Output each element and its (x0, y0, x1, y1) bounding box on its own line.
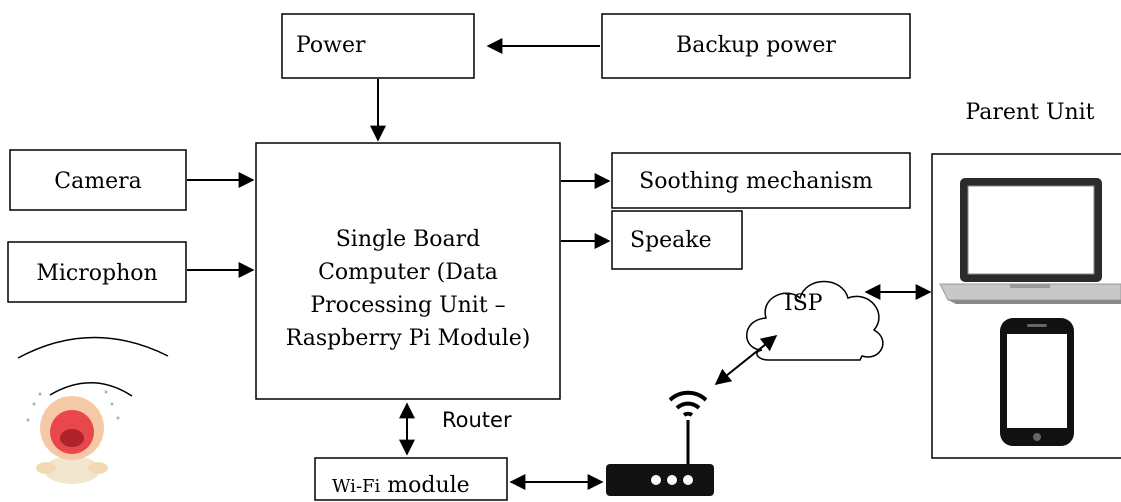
speaker-label: Speake (630, 228, 712, 253)
microphone-block: Microphon (7, 241, 187, 303)
crying-baby-icon (17, 336, 169, 484)
backup-power-label: Backup power (676, 33, 836, 58)
connectors (187, 38, 932, 490)
isp-cloud-icon: ISP (746, 280, 884, 361)
wifi-module-block: Wi-Fi module (314, 457, 508, 501)
speaker-block: Speake (611, 210, 743, 270)
power-block: Power (281, 13, 475, 79)
sbc-label-line-1: Single Board (336, 227, 481, 252)
router-icon (606, 390, 714, 496)
soothing-mechanism-block: Soothing mechanism (611, 152, 911, 209)
wifi-module-label-prefix: Wi-Fi (332, 476, 381, 497)
wifi-module-label: Wi-Fi module (332, 473, 470, 498)
microphone-label: Microphon (36, 261, 157, 286)
sbc-label-line-2: Computer (Data (318, 260, 498, 285)
smartphone-icon (1000, 318, 1074, 446)
isp-label: ISP (784, 291, 823, 316)
sbc-label-line-4: Raspberry Pi Module) (286, 326, 531, 351)
parent-unit-label: Parent Unit (965, 100, 1094, 125)
sbc-label-line-3: Processing Unit – (310, 293, 505, 318)
camera-block: Camera (9, 149, 187, 211)
laptop-icon (939, 178, 1121, 304)
soothing-mechanism-label: Soothing mechanism (639, 169, 873, 194)
wifi-module-label-suffix: module (380, 473, 469, 498)
single-board-computer-block: Single Board Computer (Data Processing U… (255, 142, 561, 400)
backup-power-block: Backup power (601, 13, 911, 79)
router-label: Router (442, 408, 512, 432)
power-label: Power (296, 33, 366, 58)
arrow-router-isp (714, 335, 778, 385)
parent-unit-panel: Parent Unit (931, 100, 1121, 459)
camera-label: Camera (54, 169, 141, 194)
